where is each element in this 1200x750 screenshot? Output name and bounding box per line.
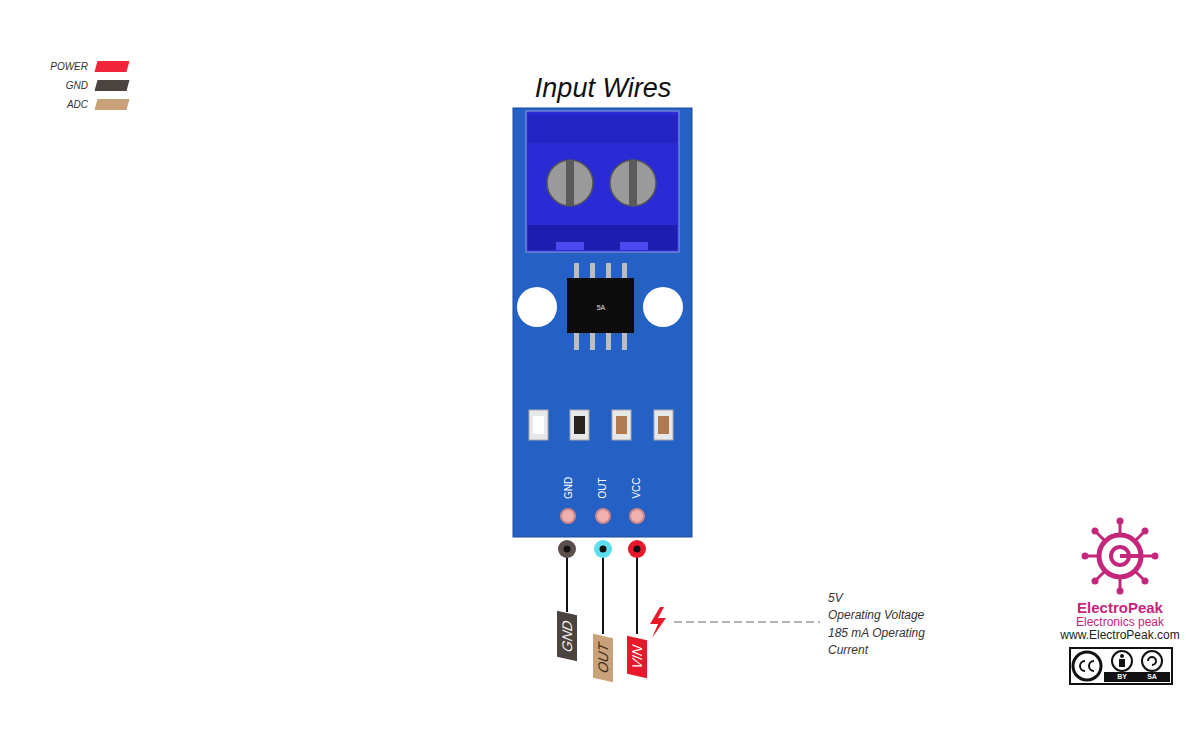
- wire-end-out: [594, 540, 612, 558]
- terminal-slot: [556, 242, 584, 250]
- chip-marking: 5A: [597, 304, 606, 312]
- leader-line: [674, 622, 820, 623]
- sensor-chip: [567, 278, 634, 333]
- spec-note: 5V: [828, 591, 843, 605]
- wire-end-vin: [628, 540, 646, 558]
- legend-swatch: [95, 80, 130, 91]
- wire-tag: OUT: [593, 634, 613, 682]
- wire-end-gnd: [558, 540, 576, 558]
- power-symbol: [650, 607, 666, 638]
- legend-swatch: [95, 61, 130, 72]
- legend-entry: POWER: [28, 61, 128, 72]
- pin-label: GND: [563, 477, 575, 499]
- terminal-bottom: [528, 225, 677, 250]
- pin-label: OUT: [597, 477, 609, 498]
- pin-label: VCC: [631, 477, 643, 498]
- smd-parts: [529, 410, 673, 440]
- wires: [567, 556, 637, 634]
- terminal-top: [528, 115, 677, 143]
- screw: [547, 160, 593, 206]
- spec-note: Operating Voltage: [828, 608, 924, 622]
- tag-label: OUT: [595, 642, 611, 675]
- brand-name: ElectroPeak: [1077, 599, 1163, 617]
- terminal-block: [526, 111, 679, 252]
- brand-url: www.ElectroPeak.com: [1060, 628, 1179, 642]
- license-text: SA: [1147, 673, 1157, 681]
- screw-slot: [566, 161, 574, 205]
- diagram-title: Input Wires: [535, 72, 671, 104]
- screw: [610, 160, 656, 206]
- license-badge: [1070, 648, 1172, 684]
- wire-tag: VIN: [627, 636, 647, 678]
- brand-tagline: Electronics peak: [1076, 615, 1164, 629]
- legend-label: POWER: [28, 61, 88, 72]
- mounting-hole: [643, 287, 683, 327]
- legend-entry: GND: [28, 80, 128, 91]
- screw-slot: [629, 161, 637, 205]
- legend-swatch: [95, 99, 130, 110]
- pcb-board: [513, 108, 692, 537]
- mounting-hole: [517, 287, 557, 327]
- tag-label: VIN: [629, 644, 645, 671]
- tag-label: GND: [559, 619, 575, 654]
- license-text: BY: [1117, 673, 1127, 681]
- brand-logo: [1082, 518, 1159, 595]
- header-pads: [561, 509, 644, 523]
- legend-label: GND: [28, 80, 88, 91]
- legend-entry: ADC: [28, 99, 128, 110]
- legend-label: ADC: [28, 99, 88, 110]
- spec-note: 185 mA Operating Current: [828, 625, 936, 659]
- wire-tag: GND: [557, 611, 577, 661]
- terminal-slot: [620, 242, 648, 250]
